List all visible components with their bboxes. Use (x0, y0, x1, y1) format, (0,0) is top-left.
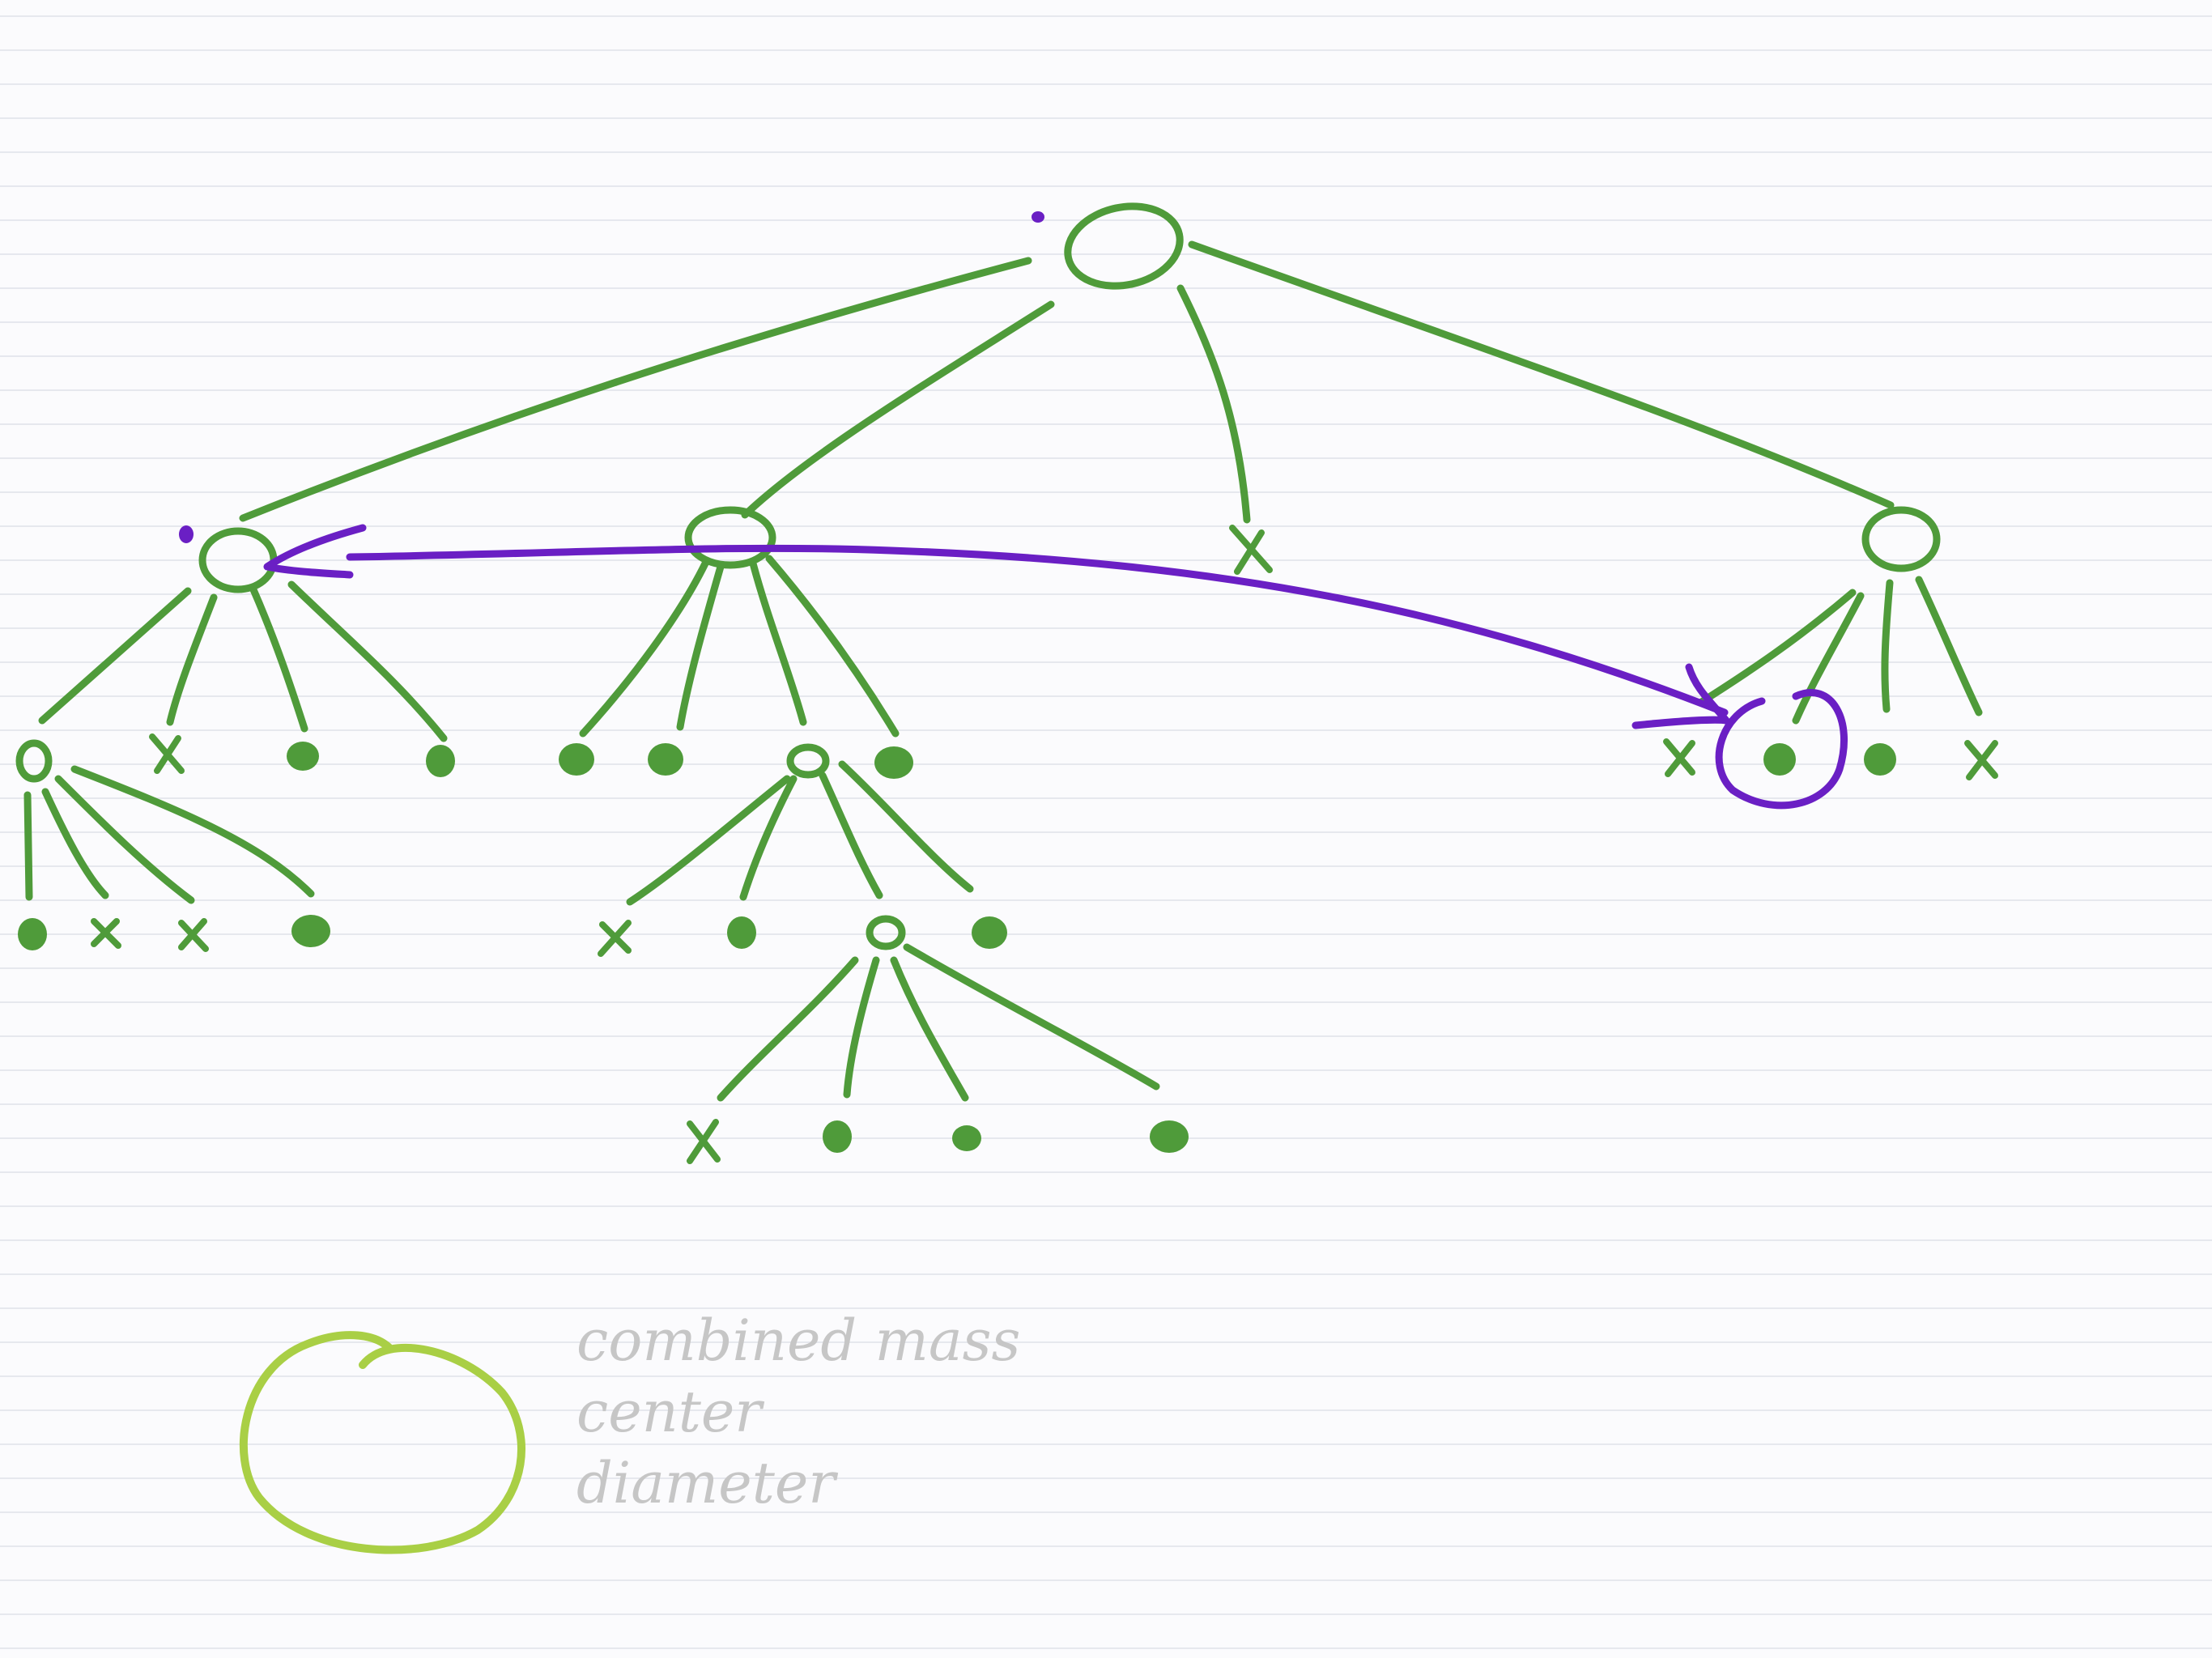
edge-submid-to-a3 (819, 772, 883, 899)
leaf-x (1964, 740, 1998, 780)
leaf-x (178, 918, 209, 952)
legend-line-1: combined mass (576, 1307, 1020, 1374)
leaf-dot (291, 915, 330, 947)
right-node (1861, 506, 1941, 572)
legend-line-2: center (576, 1379, 764, 1445)
edge-subsub-to-b3 (890, 956, 969, 1102)
notebook-ruled-lines (0, 15, 2212, 1649)
arrow-head-left (263, 524, 367, 579)
edge-subleft-to-s3 (54, 775, 195, 904)
edge-left-to-l1 (38, 587, 192, 725)
leaf-x (1229, 525, 1273, 575)
leaf-dot (972, 916, 1007, 949)
edge-root-to-left (239, 257, 1032, 522)
arrow-shaft (346, 544, 1729, 716)
leaf-dot (823, 1120, 852, 1153)
edge-subsub-to-b1 (717, 956, 859, 1102)
leaf-x (1663, 738, 1695, 777)
edge-middle-to-m4 (765, 555, 900, 738)
leaf-x (149, 733, 185, 774)
edge-right-to-r1 (1696, 589, 1857, 707)
submiddle-node (786, 743, 830, 779)
edge-root-to-middle (741, 300, 1055, 519)
edge-subleft-to-s4 (70, 765, 315, 898)
edge-subsub-to-b4 (903, 943, 1160, 1090)
edge-subsub-to-b2 (843, 956, 880, 1099)
left-node-marker-dot (179, 525, 194, 543)
subsubmiddle-node (866, 915, 906, 950)
leaf-dot-highlighted (1763, 743, 1796, 776)
edge-subleft-to-s2 (41, 788, 109, 899)
tree-leaf-dots (18, 742, 1896, 1153)
edge-right-to-r4 (1915, 576, 1983, 716)
edge-right-to-r2 (1792, 592, 1865, 725)
leaf-dot (1150, 1120, 1189, 1153)
edge-middle-to-m1 (579, 558, 710, 738)
tree-leaf-crosses (91, 525, 1998, 1164)
edge-middle-to-m3 (749, 559, 807, 726)
edge-root-to-right (1188, 240, 1895, 509)
edge-subleft-to-s1 (23, 791, 33, 901)
leaf-dot (18, 918, 47, 950)
edge-submid-to-a4 (838, 760, 974, 893)
root-marker-dot (1032, 211, 1044, 223)
leaf-dot (287, 742, 319, 771)
edge-left-to-l2 (166, 593, 218, 726)
tree-edges (23, 240, 1983, 1102)
middle-node (684, 506, 776, 569)
legend: combined mass center diameter (239, 1307, 1020, 1554)
highlighted-leaf-ring (1715, 689, 1848, 810)
edge-left-to-l4 (287, 580, 448, 742)
edge-right-to-r3 (1881, 579, 1894, 713)
leaf-dot (874, 746, 913, 779)
legend-circle-icon (239, 1331, 525, 1554)
edge-root-to-x (1176, 284, 1251, 524)
leaf-dot (727, 916, 756, 949)
subleft-node (15, 739, 53, 783)
highlight-path (179, 211, 1848, 810)
edge-left-to-l3 (249, 584, 308, 733)
leaf-dot (426, 745, 455, 777)
leaf-dot (648, 743, 683, 776)
legend-line-3: diameter (576, 1450, 838, 1516)
edge-middle-to-m2 (676, 563, 725, 731)
edge-submid-to-a1 (626, 775, 791, 906)
leaf-dot (1864, 743, 1896, 776)
root-node (1064, 202, 1184, 290)
leaf-x (598, 920, 632, 957)
leaf-x (687, 1119, 721, 1164)
leaf-dot (559, 743, 594, 776)
leaf-dot (952, 1125, 981, 1151)
leaf-x (91, 918, 121, 949)
edge-submid-to-a2 (739, 775, 798, 901)
arrow-head-right (1631, 663, 1730, 729)
